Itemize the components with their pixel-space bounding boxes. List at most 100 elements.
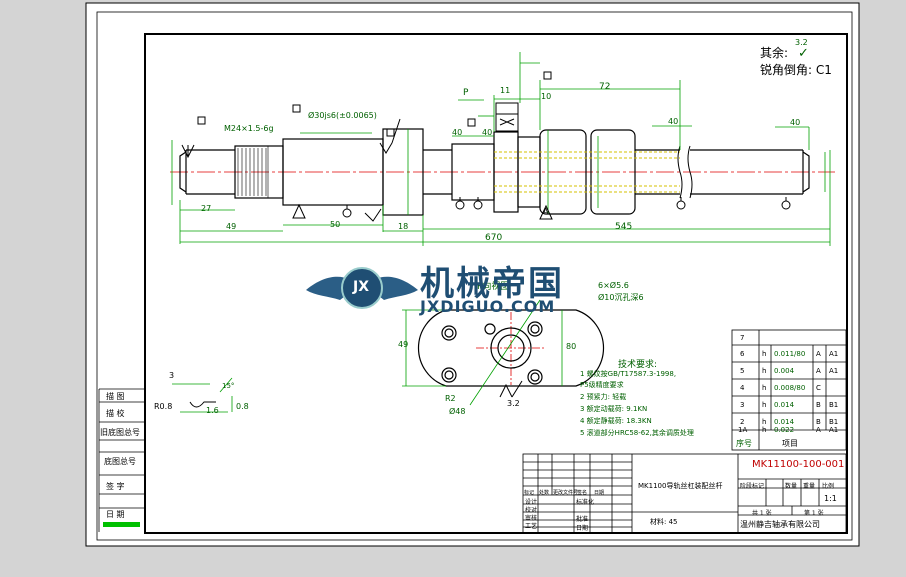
tol-row-sym: h bbox=[762, 367, 767, 375]
dim-view-80: 80 bbox=[566, 342, 577, 351]
tol-row-no: 7 bbox=[740, 334, 745, 342]
shaft-outline bbox=[179, 128, 810, 216]
tech-req-title: 技术要求: bbox=[618, 360, 658, 370]
dim-r2: R2 bbox=[445, 394, 456, 403]
holes-note-2: Ø10沉孔深6 bbox=[598, 293, 644, 302]
tol-row-d1: C bbox=[816, 384, 821, 392]
left-item: 底图总号 bbox=[104, 457, 136, 466]
ball-thread-region bbox=[494, 151, 680, 193]
tech-req-6: 5 滚道部分HRC58-62,其余调质处理 bbox=[580, 429, 694, 437]
tol-row-val: 0.008/80 bbox=[774, 384, 806, 392]
tol-row-d2: A1 bbox=[829, 350, 839, 358]
dim-18: 18 bbox=[398, 222, 409, 231]
tol-row-d2: A1 bbox=[829, 367, 839, 375]
detail-3: 3 bbox=[169, 371, 175, 380]
dim-thread: M24×1.5-6g bbox=[224, 124, 274, 133]
outer-frame bbox=[96, 11, 853, 541]
tol-row-d1: A bbox=[816, 426, 821, 434]
tol-row-val: 0.011/80 bbox=[774, 350, 806, 358]
sign-row: 设计 bbox=[525, 499, 538, 506]
tol-row-no: 4 bbox=[740, 384, 745, 392]
approve-label: 批准 bbox=[576, 516, 589, 523]
company-name: 温州静吉轴承有限公司 bbox=[740, 520, 820, 529]
sign-row: 审核 bbox=[525, 515, 538, 522]
tol-row-val: 0.022 bbox=[774, 426, 795, 434]
dim-40c: 40 bbox=[668, 117, 679, 126]
scale-value: 1:1 bbox=[824, 494, 837, 503]
qty-label: 数量 bbox=[785, 483, 798, 490]
tb-row-label: 标记 bbox=[524, 490, 535, 496]
dim-545: 545 bbox=[615, 222, 633, 232]
section-box bbox=[495, 102, 519, 132]
drawing-number: MK11100-100-001 bbox=[752, 459, 845, 470]
tol-row-sym: h bbox=[762, 384, 767, 392]
sign-row: 校对 bbox=[525, 507, 538, 514]
tol-row-val: 0.014 bbox=[774, 401, 795, 409]
rest-roughness-value: 3.2 bbox=[795, 38, 808, 47]
tech-req-2: P5级精度要求 bbox=[580, 381, 624, 389]
tol-row-d1: B bbox=[816, 418, 821, 426]
watermark-emblem bbox=[306, 267, 418, 309]
sheets-total: 共 1 张 bbox=[752, 510, 772, 517]
tol-row-d1: A bbox=[816, 367, 821, 375]
dim-670: 670 bbox=[485, 233, 503, 243]
thread-hatch bbox=[237, 148, 267, 196]
left-item: 描 校 bbox=[106, 409, 125, 418]
tol-row-d2: A1 bbox=[829, 426, 839, 434]
paper-sheet bbox=[85, 2, 860, 547]
tech-req-3: 2 预紧力: 轻载 bbox=[580, 393, 627, 401]
detail-16: 1.6 bbox=[206, 406, 219, 415]
datum-a-label: A bbox=[543, 207, 549, 216]
status-bar-green bbox=[103, 522, 140, 527]
dim-fit: Ø30js6(±0.0065) bbox=[308, 111, 377, 120]
watermark-url: JXDIGUO.COM bbox=[420, 297, 556, 316]
tol-row-no: 3 bbox=[740, 401, 745, 409]
section-p-label: P bbox=[463, 88, 469, 98]
dim-50: 50 bbox=[330, 220, 341, 229]
detail-08: 0.8 bbox=[236, 402, 249, 411]
tb-row-label: 更改文件号 bbox=[553, 490, 579, 496]
tol-row-d1: A bbox=[816, 350, 821, 358]
dim-27: 27 bbox=[201, 204, 212, 213]
std-label: 标准化 bbox=[576, 499, 595, 506]
tol-row-val: 0.004 bbox=[774, 367, 795, 375]
tol-row-val: 0.014 bbox=[774, 418, 795, 426]
sign-row: 工艺 bbox=[525, 523, 538, 530]
part-name: MK1100导轨丝杠装配丝杆 bbox=[638, 482, 723, 490]
dim-11: 11 bbox=[500, 86, 511, 95]
tol-row-no: 6 bbox=[740, 350, 745, 358]
tb-row-label: 处数 bbox=[539, 490, 550, 496]
title-block-grid bbox=[522, 453, 847, 534]
rest-roughness-label: 其余: bbox=[760, 46, 789, 60]
scale-label: 比例 bbox=[822, 483, 835, 490]
dim-10: 10 bbox=[541, 92, 552, 101]
tb-row-label: 日期 bbox=[594, 490, 605, 496]
holes-note-1: 6×Ø5.6 bbox=[598, 281, 629, 290]
tol-row-no: 5 bbox=[740, 367, 745, 375]
tol-row-sym: h bbox=[762, 350, 767, 358]
chamfer-note: 锐角倒角: C1 bbox=[760, 63, 832, 77]
view-p-title: P向视图 bbox=[477, 282, 510, 292]
datum-markers bbox=[181, 71, 791, 222]
tol-row-sym: h bbox=[762, 418, 767, 426]
left-item: 签 字 bbox=[106, 482, 125, 491]
dimension-lines bbox=[171, 52, 831, 246]
dim-49: 49 bbox=[226, 222, 237, 231]
watermark-cn: 机械帝国 bbox=[420, 264, 564, 304]
dim-pcd: Ø48 bbox=[449, 407, 466, 416]
view-roughness: 3.2 bbox=[507, 399, 520, 408]
tech-req-5: 4 额定静载荷: 18.3KN bbox=[580, 417, 652, 425]
tol-header-item: 项目 bbox=[782, 439, 798, 448]
dim-40d: 40 bbox=[790, 118, 801, 127]
tol-row-d1: B bbox=[816, 401, 821, 409]
p-view bbox=[402, 299, 605, 406]
left-item: 旧底图总号 bbox=[100, 428, 140, 437]
tol-row-d2: B1 bbox=[829, 418, 839, 426]
tol-row-no: 1A bbox=[738, 426, 748, 434]
left-item: 描 图 bbox=[106, 392, 125, 401]
drawing-border bbox=[144, 33, 848, 534]
tol-row-no: 2 bbox=[740, 418, 745, 426]
stage-label: 阶段标记 bbox=[740, 483, 765, 490]
break-marks bbox=[677, 145, 693, 199]
